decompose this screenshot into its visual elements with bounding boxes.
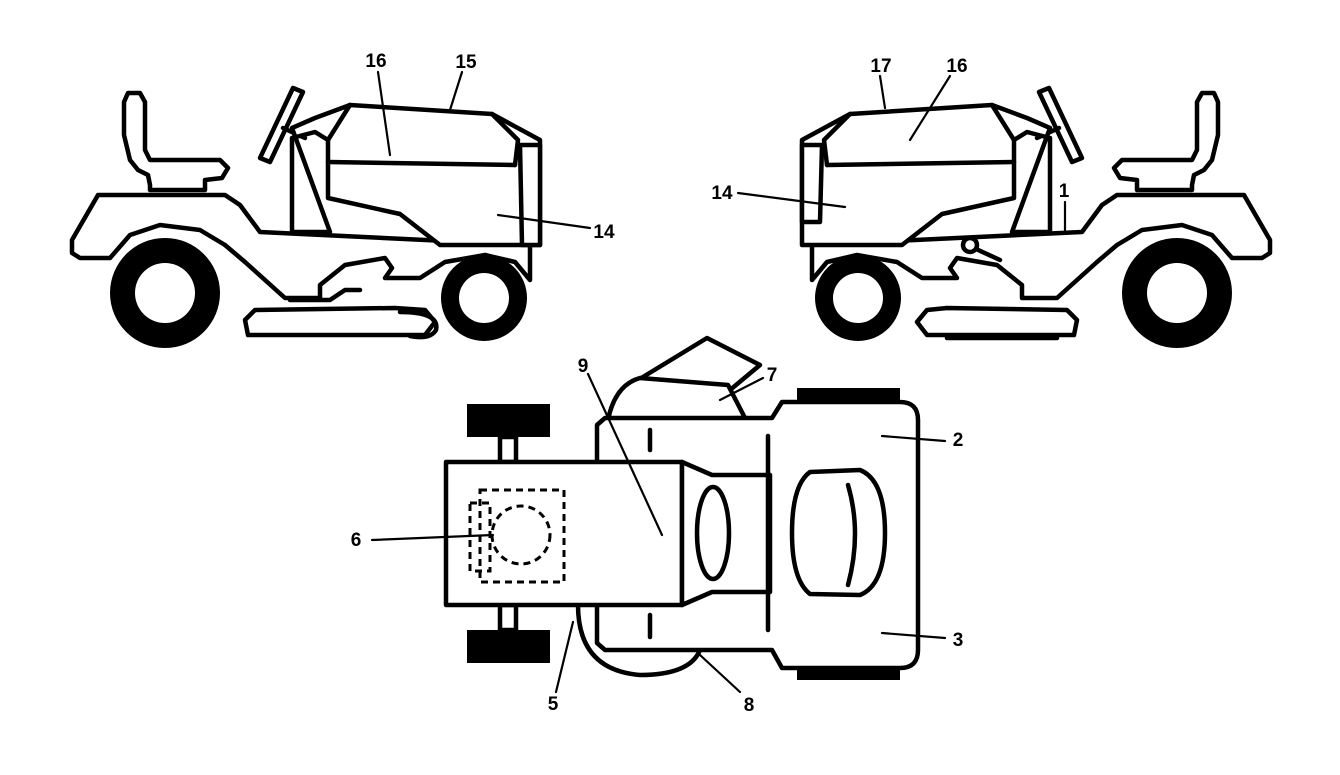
left-body — [69, 192, 533, 301]
callout-1-right: 1 — [1059, 181, 1070, 202]
left-seat — [121, 90, 231, 193]
top-view — [443, 335, 921, 680]
left-side-view — [69, 85, 543, 348]
top-steering-wheel — [694, 484, 732, 582]
callout-labels: 16 15 14 17 16 14 1 9 7 2 6 3 5 8 — [351, 51, 1070, 716]
callout-16-right: 16 — [946, 56, 967, 77]
leader-lines — [370, 70, 1067, 694]
callout-8-top: 8 — [744, 695, 755, 716]
right-side-view — [799, 85, 1273, 348]
top-hood — [443, 459, 685, 608]
callout-5-top: 5 — [548, 694, 559, 715]
left-steering-wheel — [257, 85, 306, 165]
callout-9-top: 9 — [578, 356, 589, 377]
callout-15-left: 15 — [455, 52, 477, 73]
callout-7-top: 7 — [767, 365, 778, 386]
callout-17-right: 17 — [870, 56, 891, 77]
callout-3-top: 3 — [953, 630, 964, 651]
callout-14-right: 14 — [711, 183, 733, 204]
callout-2-top: 2 — [953, 430, 964, 451]
right-ignition-key — [960, 235, 1003, 263]
callout-14-left: 14 — [593, 222, 615, 243]
top-seat — [789, 467, 888, 598]
callout-6-top: 6 — [351, 530, 362, 551]
callout-16-left: 16 — [365, 51, 386, 72]
left-hood — [289, 102, 543, 248]
